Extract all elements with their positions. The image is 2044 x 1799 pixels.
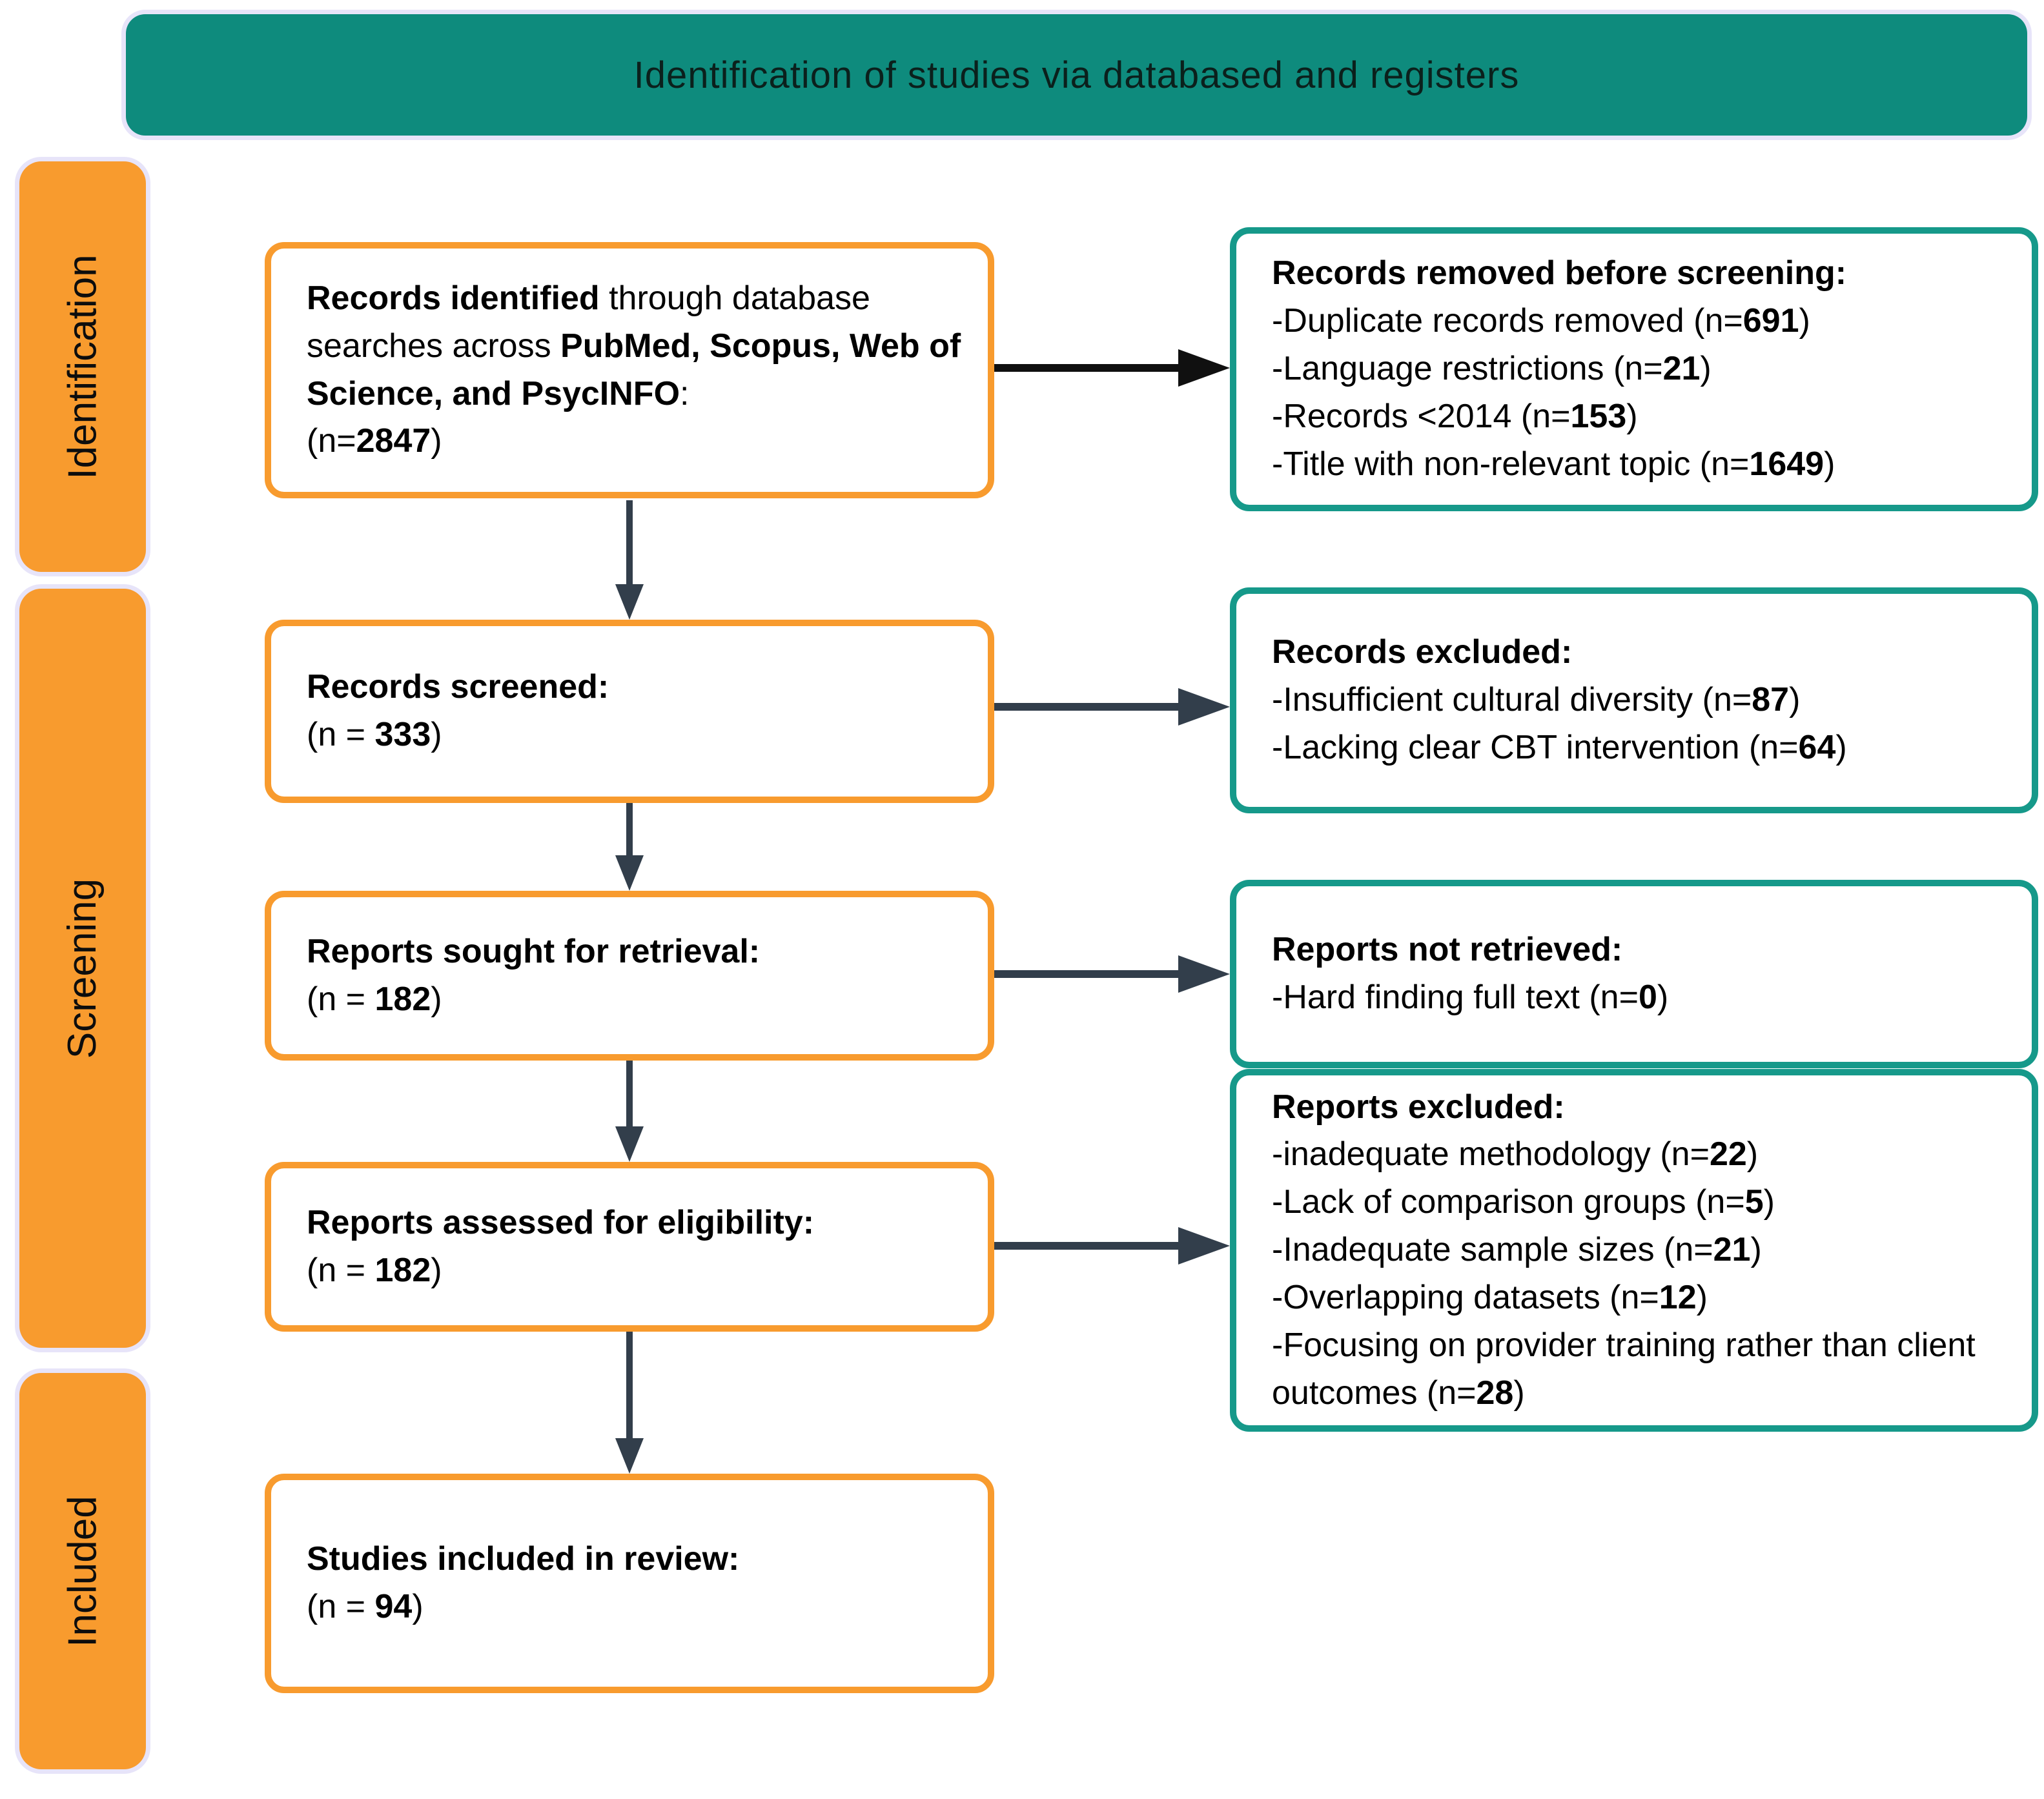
- box-studies-included: Studies included in review: (n = 94): [265, 1474, 994, 1693]
- box-records-screened: Records screened: (n = 333): [265, 620, 994, 803]
- box-records-removed-before-screening: Records removed before screening: -Dupli…: [1230, 227, 2038, 511]
- arrow-down-4-shaft: [626, 1332, 633, 1438]
- arrow-right-3-shaft: [994, 970, 1181, 978]
- arrow-down-1-head: [615, 584, 644, 620]
- arrow-down-2-shaft: [626, 803, 633, 855]
- arrow-down-1-shaft: [626, 500, 633, 584]
- box-records-identified: Records identified through database sear…: [265, 242, 994, 498]
- stage-label-screening: Screening: [60, 878, 105, 1059]
- records-removed-item: -Records <2014 (n=153): [1272, 397, 1638, 435]
- records-excluded-item: -Insufficient cultural diversity (n=87): [1272, 681, 1801, 719]
- records-removed-title: Records removed before screening:: [1272, 254, 1847, 292]
- stage-band-identification: Identification: [19, 161, 146, 572]
- reports-not-retrieved-title: Reports not retrieved:: [1272, 931, 1623, 969]
- records-removed-item: -Title with non-relevant topic (n=1649): [1272, 445, 1835, 483]
- arrow-down-4-head: [615, 1438, 644, 1474]
- box-reports-sought-count: (n = 182): [307, 980, 442, 1018]
- reports-excluded-title: Reports excluded:: [1272, 1088, 1565, 1126]
- reports-excluded-item: -Lack of comparison groups (n=5): [1272, 1183, 1775, 1221]
- arrow-down-2-head: [615, 855, 644, 891]
- box-reports-sought: Reports sought for retrieval: (n = 182): [265, 891, 994, 1061]
- stage-label-included: Included: [60, 1495, 105, 1647]
- records-removed-item: -Language restrictions (n=21): [1272, 350, 1712, 388]
- arrow-right-4-shaft: [994, 1242, 1181, 1250]
- arrow-right-1-head: [1178, 349, 1230, 387]
- box-records-excluded: Records excluded: -Insufficient cultural…: [1230, 587, 2038, 813]
- records-removed-item: -Duplicate records removed (n=691): [1272, 302, 1810, 340]
- box-reports-assessed: Reports assessed for eligibility: (n = 1…: [265, 1162, 994, 1332]
- box-records-screened-title: Records screened:: [307, 668, 609, 706]
- stage-band-included: Included: [19, 1373, 146, 1769]
- arrow-down-3-head: [615, 1126, 644, 1162]
- box-records-screened-count: (n = 333): [307, 716, 442, 753]
- stage-label-identification: Identification: [60, 254, 105, 480]
- reports-excluded-item: -inadequate methodology (n=22): [1272, 1135, 1759, 1174]
- box-reports-not-retrieved: Reports not retrieved: -Hard finding ful…: [1230, 880, 2038, 1068]
- box-reports-assessed-title: Reports assessed for eligibility:: [307, 1203, 815, 1241]
- box-reports-sought-title: Reports sought for retrieval:: [307, 932, 761, 970]
- reports-excluded-item: -Inadequate sample sizes (n=21): [1272, 1231, 1762, 1269]
- header-banner: Identification of studies via databased …: [126, 14, 2027, 136]
- box-studies-included-count: (n = 94): [307, 1588, 424, 1625]
- box-records-identified-text: Records identified through database sear…: [307, 279, 961, 460]
- box-reports-assessed-count: (n = 182): [307, 1251, 442, 1289]
- arrow-right-2-shaft: [994, 703, 1181, 711]
- box-studies-included-title: Studies included in review:: [307, 1540, 740, 1578]
- header-title: Identification of studies via databased …: [633, 54, 1520, 96]
- reports-excluded-item: -Overlapping datasets (n=12): [1272, 1278, 1708, 1316]
- arrow-right-1-shaft: [994, 364, 1181, 372]
- arrow-right-2-head: [1178, 688, 1230, 726]
- reports-not-retrieved-item: -Hard finding full text (n=0): [1272, 979, 1669, 1016]
- reports-excluded-item: -Focusing on provider training rather th…: [1272, 1326, 1976, 1412]
- arrow-right-4-head: [1178, 1227, 1230, 1265]
- records-excluded-title: Records excluded:: [1272, 633, 1573, 671]
- box-reports-excluded: Reports excluded: -inadequate methodolog…: [1230, 1069, 2038, 1432]
- records-excluded-item: -Lacking clear CBT intervention (n=64): [1272, 728, 1847, 766]
- arrow-down-3-shaft: [626, 1061, 633, 1126]
- stage-band-screening: Screening: [19, 589, 146, 1348]
- arrow-right-3-head: [1178, 955, 1230, 993]
